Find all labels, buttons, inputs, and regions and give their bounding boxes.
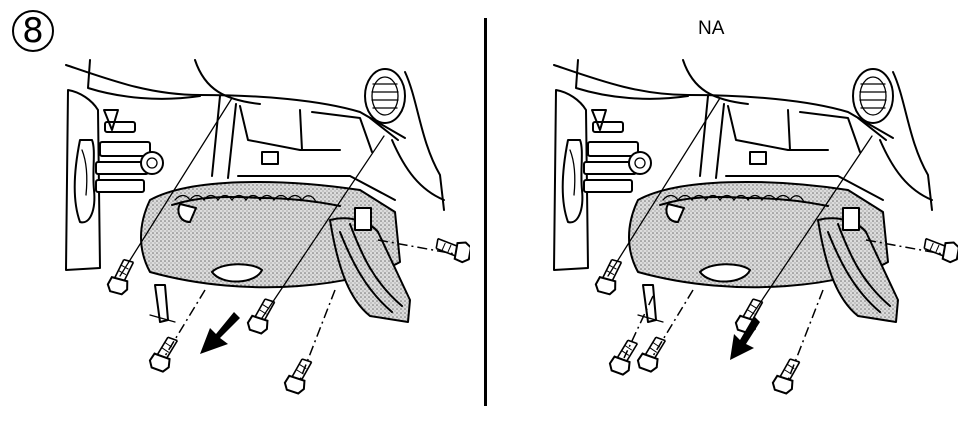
panel-label-na: NA <box>698 18 725 39</box>
step-number-badge: 8 <box>12 10 54 52</box>
glovebox-removal-illustration-right <box>488 0 958 425</box>
removal-direction-arrow <box>730 316 760 360</box>
removal-direction-arrow <box>200 312 240 354</box>
right-panel-na <box>488 0 958 425</box>
panel-divider <box>484 18 487 406</box>
left-panel <box>0 0 470 425</box>
glovebox-removal-illustration-left <box>0 0 470 425</box>
